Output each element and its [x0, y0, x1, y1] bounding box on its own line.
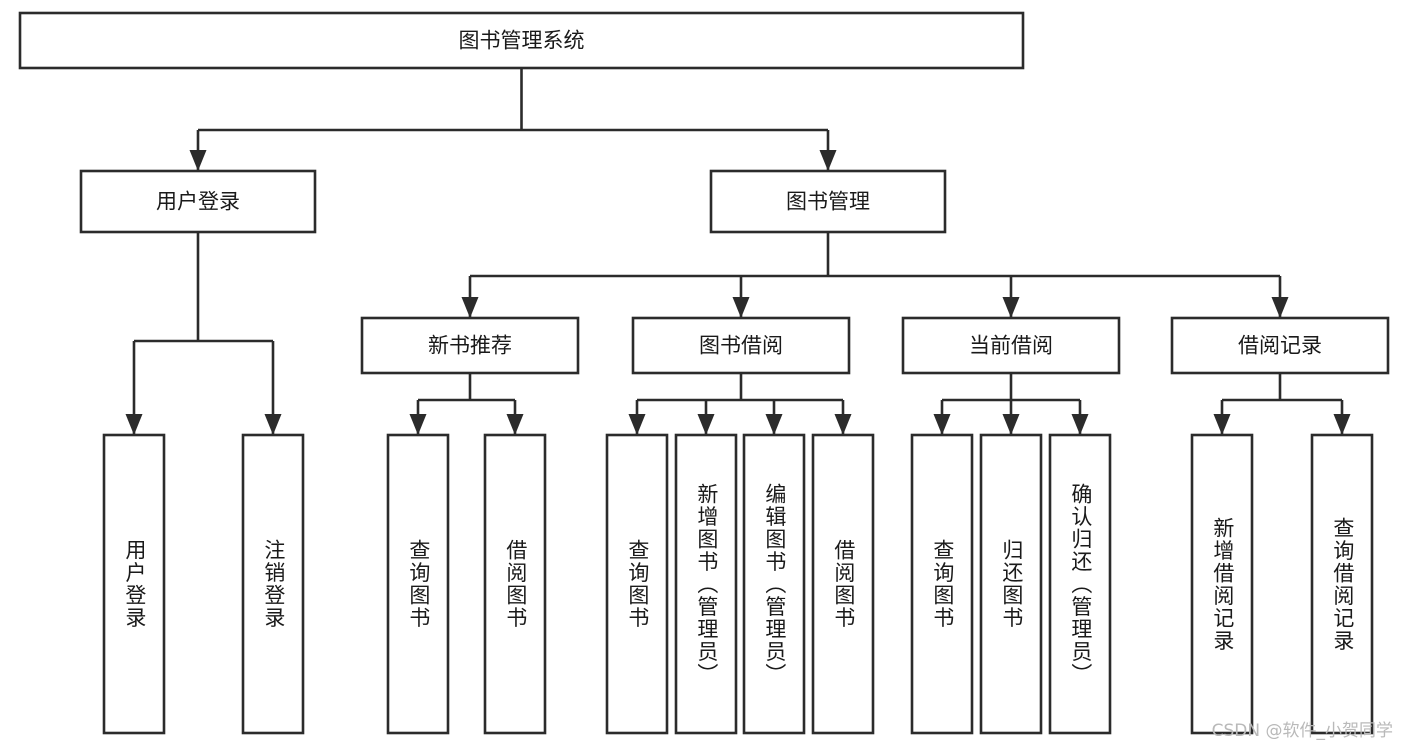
node-box-leaf-query-book-3[interactable] — [910, 433, 974, 735]
arrow-head-icon — [461, 297, 479, 318]
arrow-head-icon — [933, 414, 951, 435]
node-box-leaf-query-record[interactable] — [1310, 433, 1374, 735]
arrow-head-icon — [506, 414, 524, 435]
node-label-book-management: 图书管理 — [786, 190, 870, 214]
node-box-book-borrow[interactable] — [631, 316, 851, 375]
arrow-head-icon — [697, 414, 715, 435]
arrow-head-icon — [1002, 414, 1020, 435]
arrow-head-icon — [628, 414, 646, 435]
node-box-leaf-confirm-return[interactable] — [1048, 433, 1112, 735]
arrow-head-icon — [1002, 297, 1020, 318]
arrow-head-icon — [834, 414, 852, 435]
watermark-text: CSDN @软件_小贺同学 — [1211, 721, 1393, 741]
node-box-leaf-add-record[interactable] — [1190, 433, 1254, 735]
arrow-head-icon — [732, 297, 750, 318]
node-box-leaf-add-book[interactable] — [674, 433, 738, 735]
node-box-leaf-query-book-1[interactable] — [386, 433, 450, 735]
arrow-head-icon — [264, 414, 282, 435]
node-box-leaf-user-login[interactable] — [102, 433, 166, 735]
arrow-head-icon — [1333, 414, 1351, 435]
node-label-current-borrow: 当前借阅 — [969, 334, 1053, 358]
node-box-new-book-recommend[interactable] — [360, 316, 580, 375]
node-label-book-borrow: 图书借阅 — [699, 334, 783, 358]
arrow-head-icon — [1213, 414, 1231, 435]
node-box-leaf-borrow-book-2[interactable] — [811, 433, 875, 735]
node-label-new-book-recommend: 新书推荐 — [428, 334, 512, 358]
node-box-undefined[interactable] — [18, 11, 1025, 70]
arrow-head-icon — [1071, 414, 1089, 435]
arrow-head-icon — [125, 414, 143, 435]
node-box-leaf-borrow-book-1[interactable] — [483, 433, 547, 735]
node-box-borrow-record[interactable] — [1170, 316, 1390, 375]
node-box-leaf-user-logout[interactable] — [241, 433, 305, 735]
node-label-borrow-record: 借阅记录 — [1238, 334, 1322, 358]
node-box-current-borrow[interactable] — [901, 316, 1121, 375]
node-box-leaf-edit-book[interactable] — [742, 433, 806, 735]
node-box-user-login[interactable] — [79, 169, 317, 234]
arrow-head-icon — [1271, 297, 1289, 318]
connectors-layer — [125, 68, 1351, 435]
node-box-leaf-query-book-2[interactable] — [605, 433, 669, 735]
arrow-head-icon — [819, 150, 837, 171]
node-box-leaf-return-book[interactable] — [979, 433, 1043, 735]
node-label-user-login: 用户登录 — [156, 190, 240, 214]
node-box-book-management[interactable] — [709, 169, 947, 234]
node-label-undefined: 图书管理系统 — [459, 29, 585, 53]
arrow-head-icon — [189, 150, 207, 171]
arrow-head-icon — [409, 414, 427, 435]
arrow-head-icon — [765, 414, 783, 435]
